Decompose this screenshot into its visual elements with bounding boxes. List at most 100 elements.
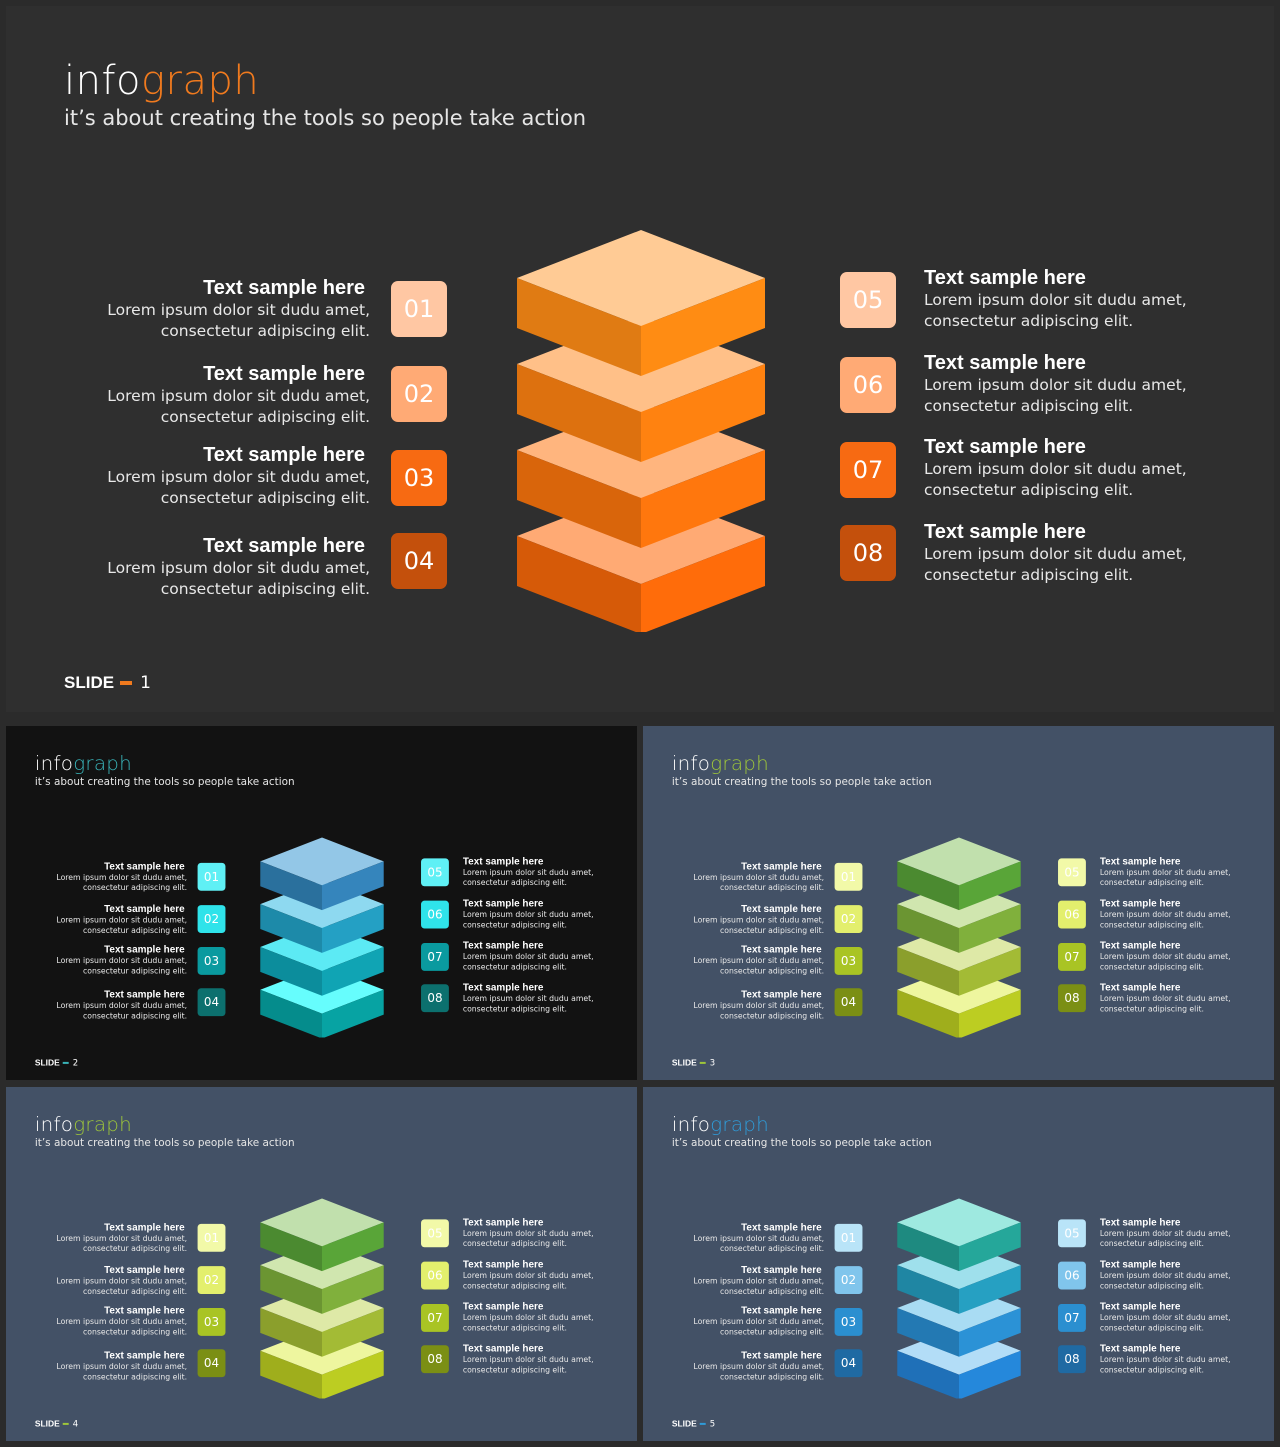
stack-layer-1 [897, 1198, 1021, 1272]
item-body-line: consectetur adipiscing elit. [1099, 1239, 1204, 1249]
stack-layer-1 [897, 837, 1021, 911]
item-heading: Text sample here [203, 277, 365, 299]
item-body-line: consectetur adipiscing elit. [462, 1239, 567, 1249]
item-heading: Text sample here [462, 898, 544, 910]
slide-title: infograph [35, 1113, 132, 1136]
item-body-line: Lorem ipsum dolor sit dudu amet, [924, 291, 1187, 309]
item-body-line: Lorem ipsum dolor sit dudu amet, [462, 994, 594, 1004]
footer-label: SLIDE [34, 1418, 60, 1429]
layer-right-face [641, 536, 765, 632]
item-body-line: consectetur adipiscing elit. [83, 1327, 188, 1337]
number-badge: 03 [197, 946, 226, 975]
item-body-line: Lorem ipsum dolor sit dudu amet, [56, 915, 188, 925]
layer-stack-graphic [260, 1198, 384, 1399]
number-badge: 01 [197, 862, 226, 891]
item-heading: Text sample here [462, 939, 544, 951]
slide-title: infograph [672, 752, 769, 775]
slide-title: infograph [64, 58, 259, 104]
item-body-line: Lorem ipsum dolor sit dudu amet, [1099, 910, 1231, 920]
item-body-line: consectetur adipiscing elit. [462, 962, 567, 972]
item-body-line: Lorem ipsum dolor sit dudu amet, [56, 1233, 188, 1243]
footer-label: SLIDE [671, 1418, 697, 1429]
layer-right-face [321, 1265, 384, 1314]
item-body-line: Lorem ipsum dolor sit dudu amet, [56, 955, 188, 965]
item-heading: Text sample here [203, 363, 365, 385]
layer-right-face [321, 946, 384, 996]
item-body-line: Lorem ipsum dolor sit dudu amet, [924, 376, 1187, 394]
item-heading: Text sample here [1099, 1300, 1181, 1312]
item-heading: Text sample here [1099, 939, 1181, 951]
item-body-line: consectetur adipiscing elit. [720, 1287, 825, 1297]
item-body-line: Lorem ipsum dolor sit dudu amet, [1099, 994, 1231, 1004]
item-body-line: Lorem ipsum dolor sit dudu amet, [1099, 1271, 1231, 1281]
item-body-line: Lorem ipsum dolor sit dudu amet, [1099, 1312, 1231, 1322]
slide-thumbnail-1[interactable]: infograph it’s about creating the tools … [6, 6, 1274, 712]
slide-title: infograph [35, 752, 132, 775]
item-body-line: consectetur adipiscing elit. [720, 926, 825, 936]
number-badge: 07 [421, 942, 449, 971]
title-prefix: info [671, 1112, 711, 1136]
number-badge: 08 [421, 984, 449, 1013]
item-body-line: Lorem ipsum dolor sit dudu amet, [693, 1233, 825, 1243]
slide-subtitle: it’s about creating the tools so people … [34, 1136, 295, 1149]
number-badge: 08 [840, 525, 896, 581]
slide-thumbnail-2[interactable]: infograph it’s about creating the tools … [6, 726, 637, 1080]
item-body-line: consectetur adipiscing elit. [720, 1244, 825, 1254]
item-body-line: Lorem ipsum dolor sit dudu amet, [107, 387, 370, 405]
item-body-line: consectetur adipiscing elit. [160, 322, 370, 340]
stack-layer-1 [260, 837, 384, 911]
number-badge: 02 [834, 1266, 863, 1295]
number-badge: 03 [834, 1307, 863, 1336]
title-accent: graph [710, 1112, 770, 1136]
number-badge: 02 [391, 366, 447, 422]
slide-subtitle: it’s about creating the tools so people … [34, 775, 295, 788]
item-body-line: consectetur adipiscing elit. [462, 1323, 567, 1333]
layer-left-face [517, 364, 641, 462]
slide-thumbnail-4[interactable]: infograph it’s about creating the tools … [6, 1087, 637, 1441]
number-badge: 05 [1058, 858, 1086, 887]
layer-left-face [897, 989, 959, 1038]
layer-right-face [958, 989, 1021, 1038]
item-body-line: consectetur adipiscing elit. [83, 966, 188, 976]
layer-left-face [517, 450, 641, 548]
layer-stack [897, 1195, 1021, 1399]
slide-thumbnail-5[interactable]: infograph it’s about creating the tools … [643, 1087, 1274, 1441]
item-heading: Text sample here [462, 982, 544, 994]
slide-footer: SLIDE 4 [35, 1419, 78, 1429]
layer-left-face [897, 1222, 959, 1272]
slide-subtitle: it’s about creating the tools so people … [64, 106, 587, 130]
item-body-line: consectetur adipiscing elit. [160, 489, 370, 507]
item-heading: Text sample here [1099, 898, 1181, 910]
layer-left-face [517, 536, 641, 632]
title-prefix: info [64, 58, 142, 104]
item-body-line: consectetur adipiscing elit. [462, 1004, 567, 1014]
number-badge: 07 [1058, 942, 1086, 971]
item-body-line: consectetur adipiscing elit. [160, 408, 370, 426]
item-body-line: Lorem ipsum dolor sit dudu amet, [107, 468, 370, 486]
item-heading: Text sample here [462, 1259, 544, 1271]
layer-right-face [321, 861, 384, 911]
item-heading: Text sample here [741, 943, 822, 955]
item-body-line: consectetur adipiscing elit. [720, 883, 825, 893]
item-body-line: consectetur adipiscing elit. [160, 580, 370, 598]
slide-thumbnail-3[interactable]: infograph it’s about creating the tools … [643, 726, 1274, 1080]
item-heading: Text sample here [104, 1221, 185, 1233]
item-heading: Text sample here [741, 860, 822, 872]
